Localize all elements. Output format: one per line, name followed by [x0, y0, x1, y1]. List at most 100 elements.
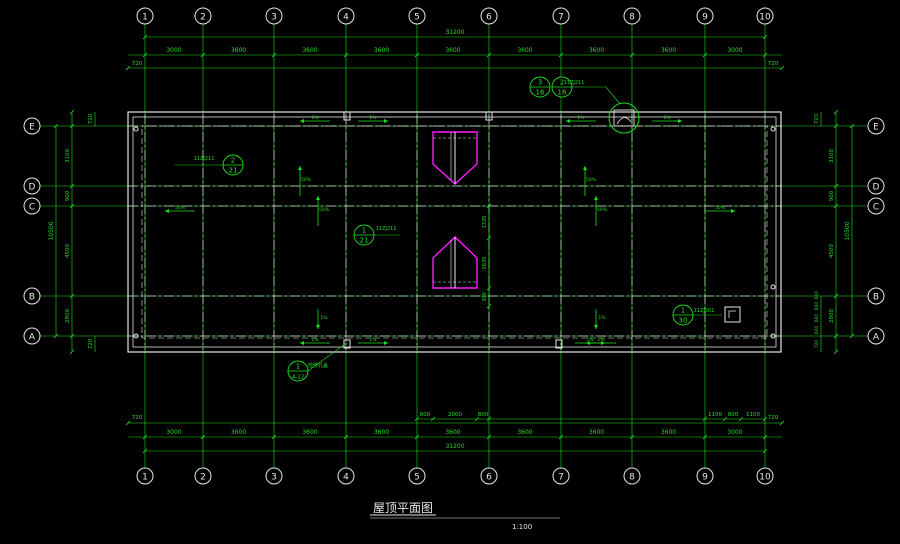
- axis-bubble-label: 7: [558, 13, 564, 23]
- callout-top: 2: [231, 157, 235, 165]
- horizontal-axis-lines: [40, 125, 868, 337]
- axis-bubble-label: 10: [759, 13, 771, 23]
- callout-bottom: 21: [229, 167, 238, 175]
- slope-arrow: 1%: [316, 309, 328, 329]
- detail-callouts: 31621622112113014-2211ZJ21111ZJ21111ZJ21…: [175, 76, 722, 382]
- slope-label: 50%: [175, 205, 186, 211]
- axis-bubble-6-top: 6: [480, 7, 498, 25]
- axis-bubble-2-top: 2: [194, 7, 212, 25]
- slope-arrow: 50%: [165, 205, 195, 213]
- axis-bubble-E-left: E: [23, 117, 41, 135]
- callout-top: 1: [296, 363, 300, 371]
- bottom-offset-left: 720: [132, 415, 143, 421]
- axis-bubble-label: 1: [142, 473, 148, 483]
- callout-top: 2: [560, 79, 564, 87]
- top-offset-right: 720: [768, 61, 779, 67]
- bottom-detail-dim: 800: [728, 412, 739, 418]
- axis-bubble-1-top: 1: [136, 7, 154, 25]
- axis-bubble-label: 8: [629, 473, 635, 483]
- axis-bubble-A-left: A: [23, 327, 41, 345]
- bottom-span-dim: 3000: [727, 429, 742, 436]
- axis-bubble-5-top: 5: [408, 7, 426, 25]
- callout-top: 1: [362, 227, 366, 235]
- bottom-offset-right: 720: [768, 415, 779, 421]
- slope-label: 1%: [320, 315, 328, 321]
- axis-bubble-A-right: A: [867, 327, 885, 345]
- right-stack-dim: 600: [814, 314, 820, 323]
- callout-note: 11ZJ211: [194, 156, 215, 162]
- axis-bubble-label: 3: [271, 473, 277, 483]
- slope-label: 50%: [586, 177, 597, 183]
- right-stack-dim: 600: [814, 291, 820, 300]
- slope-label: 1%: [598, 315, 606, 321]
- axis-bubble-D-left: D: [23, 177, 41, 195]
- axis-bubble-C-left: C: [23, 197, 41, 215]
- slope-label: 1%: [663, 115, 671, 121]
- slope-arrow: 1%: [358, 115, 388, 123]
- top-span-dim: 3600: [661, 47, 676, 54]
- axis-bubble-label: C: [873, 203, 879, 213]
- axis-bubble-5-bottom: 5: [408, 467, 426, 485]
- axis-bubble-label: A: [29, 333, 36, 343]
- callout-bottom: 16: [558, 89, 567, 97]
- axis-bubble-label: 3: [271, 13, 277, 23]
- axis-bubble-label: 4: [343, 13, 349, 23]
- axis-bubble-label: 6: [486, 473, 492, 483]
- axis-bubble-6-bottom: 6: [480, 467, 498, 485]
- axis-bubble-2-bottom: 2: [194, 467, 212, 485]
- callout-note: 11ZJ211: [376, 226, 397, 232]
- left-span-dim: 4500: [65, 244, 71, 258]
- top-span-dim: 3600: [374, 47, 389, 54]
- middle-dim: 300: [482, 292, 488, 302]
- detail-callout: 316: [529, 76, 551, 98]
- slope-label: 1%: [369, 115, 377, 121]
- bottom-span-dim: 3600: [445, 429, 460, 436]
- slope-arrow: 1%: [300, 337, 330, 345]
- axis-bubble-B-left: B: [23, 287, 41, 305]
- axis-bubble-9-top: 9: [696, 7, 714, 25]
- left-span-dim: 3100: [65, 149, 71, 163]
- axis-bubble-label: 2: [200, 473, 206, 483]
- slope-label: 1%: [597, 337, 605, 343]
- bottom-span-dim: 3600: [374, 429, 389, 436]
- axis-bubble-label: D: [873, 183, 880, 193]
- bottom-detail-dim: 800: [478, 412, 489, 418]
- slope-arrow: 1%: [300, 115, 330, 123]
- callout-note: 11ZJ211: [564, 80, 585, 86]
- axis-bubble-9-bottom: 9: [696, 467, 714, 485]
- axis-bubble-4-top: 4: [337, 7, 355, 25]
- axis-bubble-label: 6: [486, 13, 492, 23]
- top-span-dim: 3600: [517, 47, 532, 54]
- top-offset-left: 720: [132, 61, 143, 67]
- callout-top: 3: [538, 79, 542, 87]
- left-offset-bottom: 720: [88, 338, 94, 349]
- axis-bubble-8-bottom: 8: [623, 467, 641, 485]
- vertical-axis-lines: [144, 24, 766, 468]
- building-outline: [127, 111, 782, 353]
- bottom-span-dim: 3000: [166, 429, 181, 436]
- slope-label: 1%: [577, 115, 585, 121]
- bottom-span-dim: 3600: [661, 429, 676, 436]
- callout-bottom: 4-22: [292, 375, 304, 381]
- slope-arrow: 1%: [358, 337, 388, 345]
- slope-label: 50%: [319, 207, 330, 213]
- detail-callout: 216: [551, 76, 573, 98]
- right-total-dim: 10500: [844, 221, 851, 240]
- slope-arrow: 50%: [705, 205, 735, 213]
- axis-bubble-label: 9: [702, 473, 708, 483]
- axis-bubble-E-right: E: [867, 117, 885, 135]
- right-span-dim: 3100: [829, 149, 835, 163]
- bottom-span-dim: 3600: [517, 429, 532, 436]
- skylight-bottom: [432, 236, 478, 289]
- callout-bottom: 16: [536, 89, 545, 97]
- drawing-title: 屋顶平面图: [373, 501, 433, 515]
- bottom-detail-dim: 1100: [708, 412, 722, 418]
- slope-label: 1%: [369, 337, 377, 343]
- axis-bubble-label: D: [29, 183, 36, 193]
- top-span-dim: 3600: [231, 47, 246, 54]
- slope-label: 50%: [715, 205, 726, 211]
- axis-bubble-label: A: [873, 333, 880, 343]
- top-span-dim: 3000: [166, 47, 181, 54]
- bottom-detail-dim: 1100: [746, 412, 760, 418]
